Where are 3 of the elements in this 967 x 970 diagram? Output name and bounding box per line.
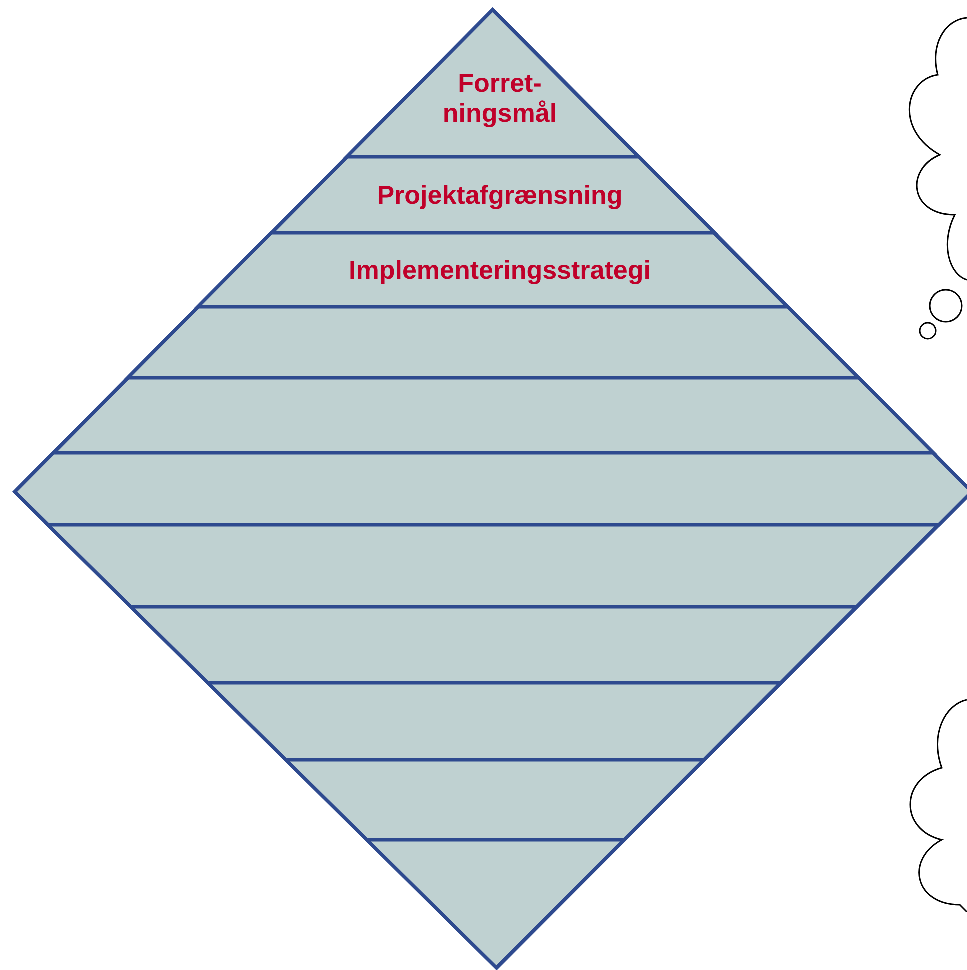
- band-label: Implementeringsstrategi: [349, 255, 651, 285]
- band-label: Forret- ningsmål: [442, 68, 558, 128]
- band-label: Projektafgrænsning: [377, 180, 623, 210]
